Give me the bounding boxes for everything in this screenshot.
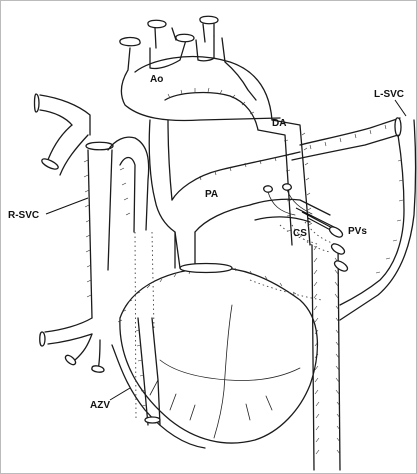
label-pa: PA: [205, 189, 218, 200]
right-svc: [40, 137, 149, 372]
label-r-svc: R-SVC: [8, 210, 39, 221]
dotted-guides: [135, 232, 322, 420]
left-upper-branch: [35, 94, 91, 175]
ventricle-outline: [112, 268, 317, 448]
aorta: [120, 16, 280, 200]
label-pvs: PVs: [348, 226, 367, 237]
label-l-svc: L-SVC: [374, 89, 404, 100]
label-cs: CS: [293, 228, 307, 239]
label-ao: Ao: [150, 74, 163, 85]
azygos-vein: [136, 318, 160, 425]
descending-aorta: [258, 120, 312, 245]
pulmonary-artery: [155, 152, 300, 273]
label-azv: AZV: [90, 400, 110, 411]
label-da: DA: [272, 118, 286, 129]
